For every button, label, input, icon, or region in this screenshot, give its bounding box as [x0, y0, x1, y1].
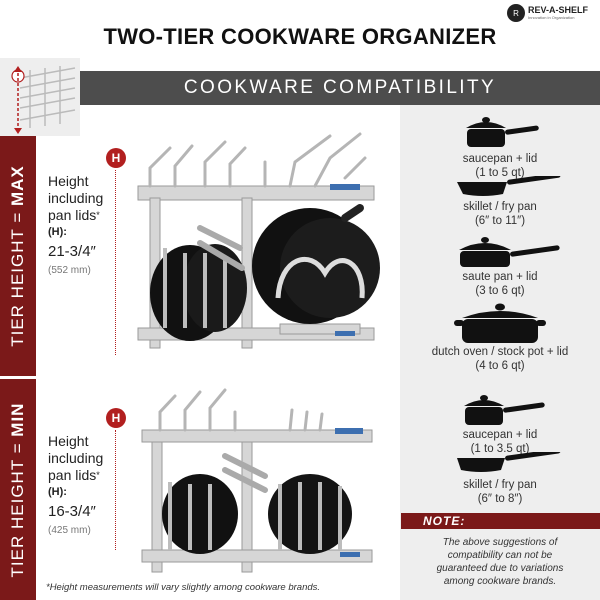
logo-tagline: Innovation in Organization	[527, 15, 575, 20]
height-label-line2: including	[48, 450, 104, 466]
compat-max-2: saute pan + lid (3 to 6 qt)	[462, 271, 538, 297]
logo-name: REV-A-SHELF	[527, 5, 588, 15]
height-marker-max: H	[106, 148, 126, 168]
compat-min-1: skillet / fry pan (6″ to 8″)	[463, 479, 537, 505]
height-info-min: Height including pan lids* (H): 16-3/4″ …	[48, 433, 103, 539]
dutch-oven-icon	[454, 303, 546, 343]
height-label-line2: including	[48, 190, 104, 206]
h-reference: (H):	[48, 226, 67, 238]
compat-max-3: dutch oven / stock pot + lid (4 to 6 qt)	[431, 346, 569, 372]
tier-min-bar: TIER HEIGHT = MIN	[0, 379, 36, 600]
height-label-line3: pan lids	[48, 207, 97, 223]
compat-max-1: skillet / fry pan (6″ to 11″)	[463, 201, 537, 227]
dimension-line-max	[115, 170, 116, 355]
height-marker-min: H	[106, 408, 126, 428]
height-value-min: 16-3/4″	[48, 503, 96, 520]
tier-min-label: TIER HEIGHT = MIN	[8, 402, 27, 577]
height-mm-min: (425 mm)	[48, 525, 91, 536]
asterisk: *	[96, 210, 100, 220]
skillet-icon	[457, 452, 561, 472]
organizer-min-illustration	[141, 388, 373, 573]
height-label-line3: pan lids	[48, 467, 97, 483]
height-label-line1: Height	[48, 433, 89, 449]
asterisk: *	[96, 470, 100, 480]
saucepan-icon	[466, 117, 539, 147]
height-label-line1: Height	[48, 173, 89, 189]
height-value-max: 21-3/4″	[48, 243, 96, 260]
logo-mark-icon: R	[506, 4, 525, 22]
note-heading: NOTE:	[401, 513, 600, 529]
saute-pan-icon	[459, 237, 560, 267]
brand-logo: R REV-A-SHELF Innovation in Organization	[506, 4, 588, 22]
height-mm-max: (552 mm)	[48, 265, 91, 276]
organizer-max-illustration	[137, 132, 380, 349]
section-banner: COOKWARE COMPATIBILITY	[183, 77, 497, 98]
saucepan-icon	[464, 395, 545, 425]
compat-min-0: saucepan + lid (1 to 3.5 qt)	[462, 429, 538, 455]
h-reference: (H):	[48, 486, 67, 498]
dimension-line-min	[115, 430, 116, 550]
page-title: TWO-TIER COOKWARE ORGANIZER	[103, 24, 497, 49]
note-body: The above suggestions of compatibility c…	[436, 537, 564, 587]
height-info-max: Height including pan lids* (H): 21-3/4″ …	[48, 173, 103, 279]
banner-background	[80, 71, 600, 105]
tier-max-label: TIER HEIGHT = MAX	[8, 165, 27, 347]
tier-max-bar: TIER HEIGHT = MAX	[0, 136, 36, 376]
height-illustration	[0, 58, 80, 136]
compat-max-0: saucepan + lid (1 to 5 qt)	[462, 153, 538, 179]
skillet-icon	[457, 176, 561, 196]
wire-rack-icon	[11, 66, 76, 134]
footnote: *Height measurements will vary slightly …	[46, 582, 321, 593]
